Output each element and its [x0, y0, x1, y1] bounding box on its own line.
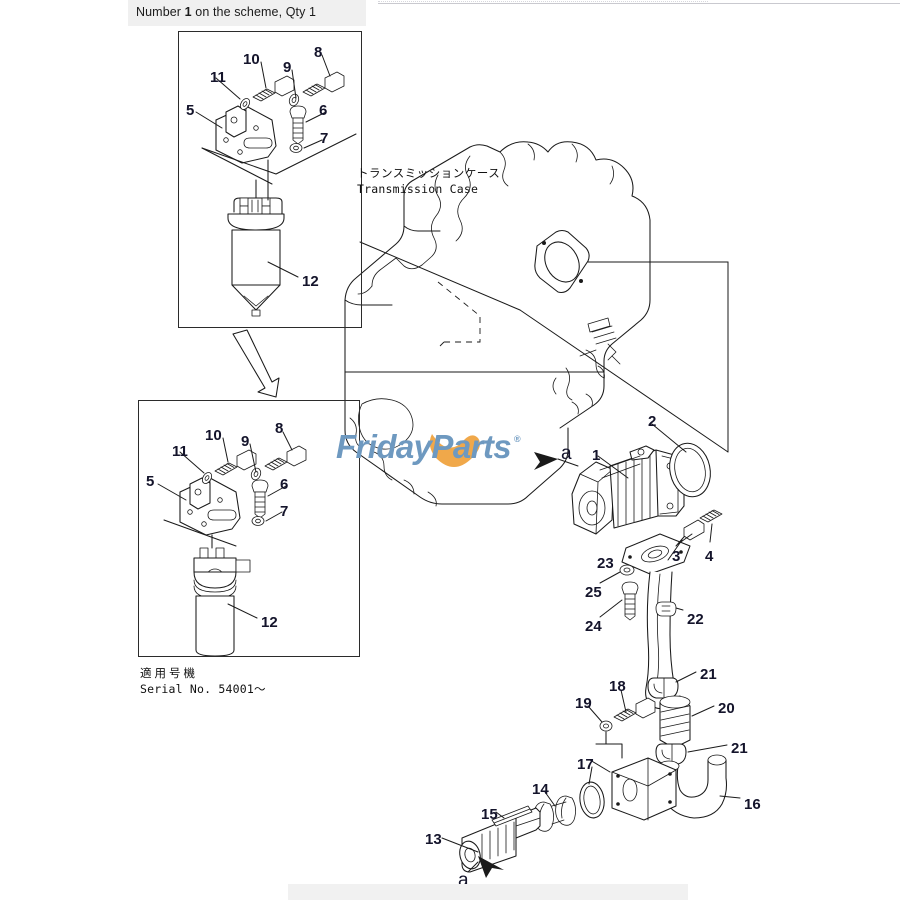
callout-number-7: 7: [320, 130, 329, 147]
junction-block: [611, 757, 677, 821]
washer-9-b: [250, 467, 262, 481]
callout-number-7: 7: [280, 503, 289, 520]
callout-number-3: 3: [672, 548, 681, 565]
washer-11-b: [201, 472, 213, 484]
pin-15: [491, 805, 533, 827]
callout-number-8: 8: [275, 420, 284, 437]
callout-number-16: 16: [744, 796, 761, 813]
case-right-detail: [552, 317, 621, 415]
callout-number-9: 9: [241, 433, 250, 450]
serial-label-jp: 適用号機: [140, 666, 198, 680]
leader-12-bottom: [227, 603, 258, 619]
header-suffix: on the scheme, Qty 1: [191, 5, 317, 19]
callout-number-11: 11: [172, 443, 188, 460]
callout-number-6: 6: [319, 102, 328, 119]
callout-number-8: 8: [314, 44, 323, 61]
callout-number-12: 12: [302, 273, 319, 290]
bottom-divider-bar: [288, 884, 688, 900]
callout-number-25: 25: [585, 584, 602, 601]
transmission-case-label-jp: トランスミッションケース: [357, 166, 501, 180]
callout-number-21: 21: [731, 740, 748, 757]
callout-number-17: 17: [577, 756, 594, 773]
top-divider: [378, 1, 900, 4]
bolt-4: [683, 509, 723, 541]
header-prefix: Number: [136, 5, 185, 19]
clamp-22: [655, 601, 677, 617]
callout-number-20: 20: [718, 700, 735, 717]
bolt-10-b: [214, 449, 257, 476]
callout-number-15: 15: [481, 806, 498, 823]
clamp-21-upper: [647, 677, 679, 699]
bolt-8-b: [264, 445, 307, 471]
filter-12-lower: [193, 534, 251, 657]
washer-7: [289, 143, 303, 153]
leader-inset-top-to-case: [359, 241, 521, 311]
callout-number-23: 23: [597, 555, 614, 572]
header-number: 1: [184, 5, 192, 19]
inset-box-upper: [178, 31, 362, 328]
serial-label-en: Serial No. 54001〜: [140, 682, 266, 696]
bolt-6: [289, 105, 307, 145]
callout-number-6: 6: [280, 476, 289, 493]
callout-number-11: 11: [210, 69, 226, 86]
callout-number-24: 24: [585, 618, 602, 635]
bolt-18: [613, 697, 656, 722]
washer-11: [239, 98, 251, 110]
transmission-case-label-en: Transmission Case: [357, 182, 479, 196]
bolt-8: [302, 71, 345, 97]
section-marker-a-pump: a: [561, 443, 572, 464]
callout-number-21: 21: [700, 666, 717, 683]
leader-case-to-right: [519, 309, 729, 453]
oring-2: [669, 442, 711, 498]
callout-number-5: 5: [146, 473, 155, 490]
callout-number-14: 14: [532, 781, 549, 798]
section-marker-a-bottom: a: [458, 870, 469, 891]
scheme-header-label: Number 1 on the scheme, Qty 1: [136, 5, 316, 19]
washer-7-b: [251, 516, 265, 526]
inset-top-art: [195, 54, 357, 317]
callout-number-13: 13: [425, 831, 442, 848]
bolt-10: [252, 75, 295, 102]
leader-12-top: [267, 261, 299, 278]
callout-number-19: 19: [575, 695, 592, 712]
scheme-header-bar: [128, 0, 366, 26]
section-arrow-a-pump: [534, 452, 579, 470]
case-mount-flange: [534, 229, 590, 294]
callout-number-4: 4: [705, 548, 714, 565]
washer-19: [599, 720, 613, 732]
hose-20: [659, 695, 691, 749]
strainer-13: [459, 807, 541, 873]
inset-transfer-arrow: [232, 329, 280, 398]
bolt-6-b: [251, 479, 269, 519]
bolt-24: [621, 581, 639, 621]
transmission-case-drawing: [344, 141, 651, 507]
inset-box-lower: [138, 400, 360, 657]
inset-bottom-art: [157, 431, 307, 657]
callout-number-12: 12: [261, 614, 278, 631]
hydraulic-pump-1: [571, 445, 685, 535]
callout-number-5: 5: [186, 102, 195, 119]
callout-number-10: 10: [243, 51, 260, 68]
section-arrow-a-bottom: [467, 856, 504, 878]
callout-number-1: 1: [592, 447, 601, 464]
callout-number-22: 22: [687, 611, 704, 628]
oring-17: [579, 781, 605, 819]
callout-number-9: 9: [283, 59, 292, 76]
callout-number-18: 18: [609, 678, 626, 695]
washer-25: [619, 564, 635, 576]
callout-number-2: 2: [648, 413, 657, 430]
suction-flange-23: [621, 533, 691, 575]
callout-number-10: 10: [205, 427, 222, 444]
